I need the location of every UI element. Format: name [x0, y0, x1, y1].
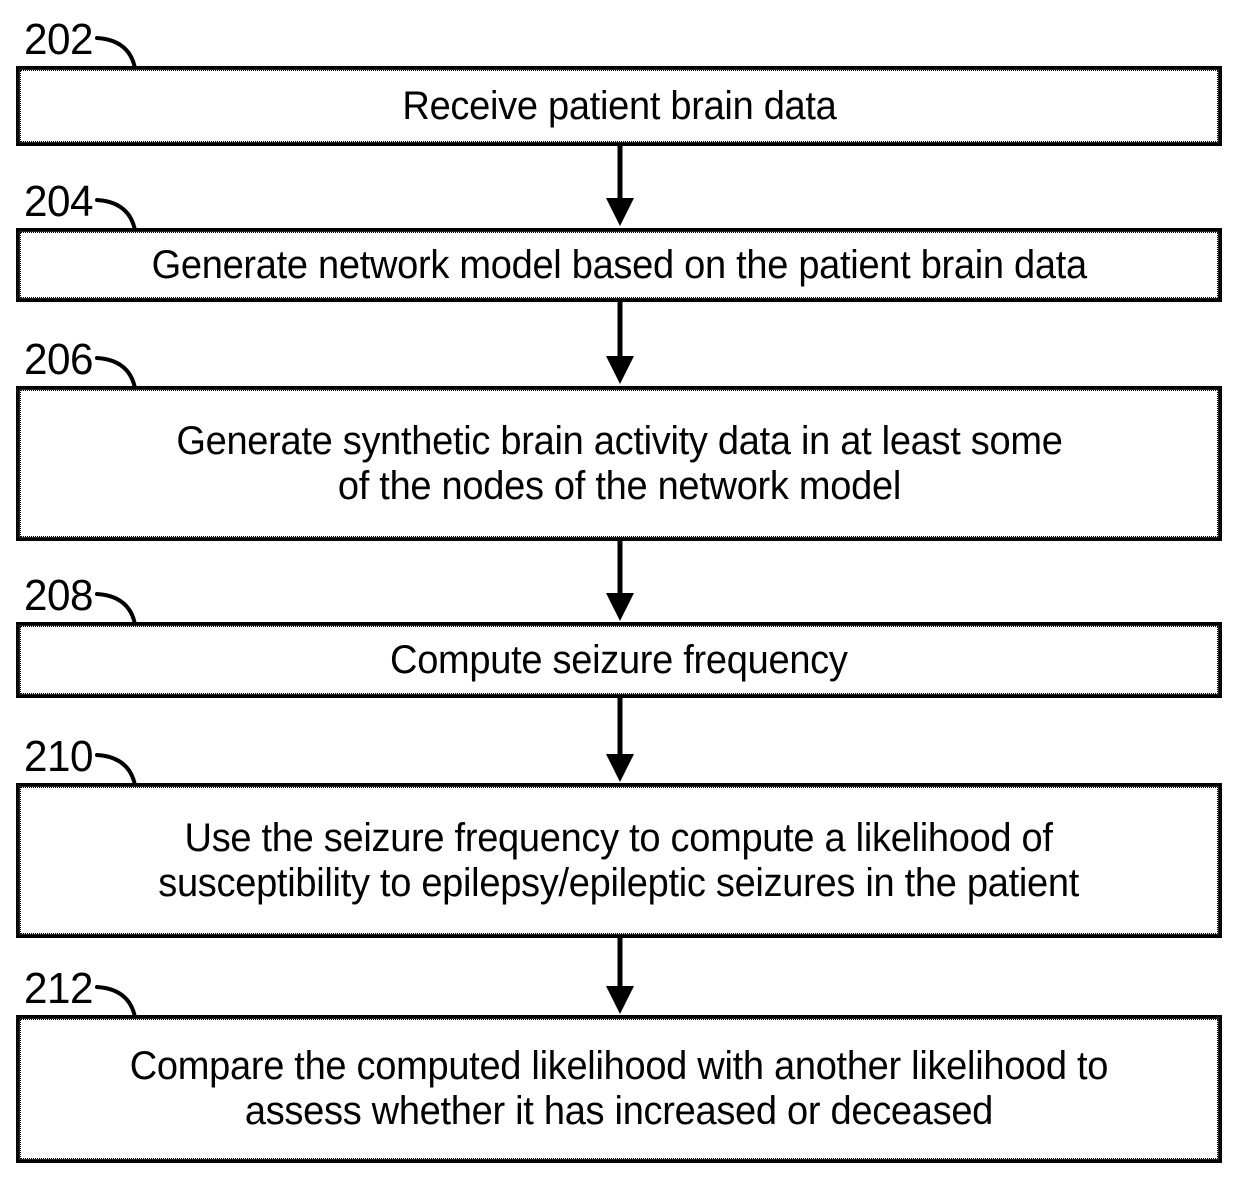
step-box-210[interactable]: Use the seizure frequency to compute a l…: [16, 783, 1222, 938]
step-label-210: Use the seizure frequency to compute a l…: [158, 815, 1080, 905]
ref-number-202: 202: [24, 15, 94, 64]
leader-line-206: [95, 356, 137, 390]
ref-number-210: 210: [24, 732, 94, 781]
box-border-208: [16, 622, 1222, 698]
leader-line-204: [95, 198, 137, 232]
connector-210-212: [606, 938, 634, 1014]
box-border-212: [16, 1015, 1222, 1163]
box-border-202: [16, 66, 1222, 146]
leader-line-208: [95, 592, 137, 626]
ref-number-212: 212: [24, 964, 94, 1013]
step-box-212[interactable]: Compare the computed likelihood with ano…: [16, 1015, 1222, 1163]
step-box-204[interactable]: Generate network model based on the pati…: [16, 228, 1222, 302]
ref-number-204: 204: [24, 177, 94, 226]
ref-number-208: 208: [24, 571, 94, 620]
step-label-206: Generate synthetic brain activity data i…: [175, 418, 1063, 508]
connector-204-206: [606, 302, 634, 384]
connector-202-204: [606, 146, 634, 226]
ref-number-206: 206: [24, 335, 94, 384]
leader-line-202: [95, 36, 137, 70]
step-label-202: Receive patient brain data: [401, 83, 837, 128]
step-box-206[interactable]: Generate synthetic brain activity data i…: [16, 386, 1222, 541]
connector-208-210: [606, 698, 634, 782]
step-box-208[interactable]: Compute seizure frequency: [16, 622, 1222, 698]
box-border-210: [16, 783, 1222, 938]
step-label-204: Generate network model based on the pati…: [151, 242, 1087, 287]
step-label-208: Compute seizure frequency: [390, 637, 848, 682]
step-box-202[interactable]: Receive patient brain data: [16, 66, 1222, 146]
box-border-206: [16, 386, 1222, 541]
step-label-212: Compare the computed likelihood with ano…: [129, 1044, 1109, 1133]
leader-line-210: [95, 753, 137, 787]
connector-206-208: [606, 541, 634, 621]
box-border-204: [16, 228, 1222, 302]
leader-line-212: [95, 985, 137, 1019]
